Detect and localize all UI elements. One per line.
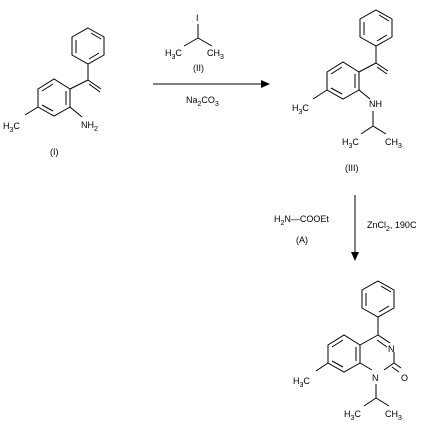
product-compound: N N O H3C H3C CH3 xyxy=(293,280,408,422)
product-benzo-inner-bond xyxy=(331,339,344,348)
compound-i-amine-bond xyxy=(69,106,83,118)
product-methyl-label: H3C xyxy=(293,376,310,389)
compound-i-phenyl-ring xyxy=(71,27,105,65)
compound-i-aniline-inner-bond xyxy=(41,104,54,112)
step1-base-label: Na2CO3 xyxy=(186,95,219,108)
compound-iii-isopropyl-left-bond xyxy=(360,125,374,135)
product-c2-n1-bond xyxy=(383,362,395,371)
compound-i-phenyl-inner-bond xyxy=(90,32,102,40)
product-benzo-ring xyxy=(327,334,361,373)
product-methyl-bond xyxy=(315,362,329,372)
compound-iii-methyl-bond xyxy=(312,89,328,100)
compound-iii: H3C NH H3C CH3 (III) xyxy=(292,9,402,173)
compound-i-aniline-inner-bond xyxy=(41,83,54,92)
compound-iii-aniline-inner-bond xyxy=(330,66,343,75)
product-phenyl-ring xyxy=(361,280,395,318)
compound-i-aniline-ring xyxy=(37,78,71,117)
compound-ii-right-methyl: CH3 xyxy=(207,48,224,61)
compound-iii-right-methyl: CH3 xyxy=(385,137,402,150)
compound-iii-aniline-inner-bond xyxy=(330,87,343,95)
compound-i-carbonyl-bond xyxy=(87,79,102,90)
product-phenyl-inner-bond xyxy=(378,305,390,313)
compound-i: H3C NH2 (I) xyxy=(3,27,105,157)
compound-ii-label: (II) xyxy=(193,63,204,73)
compound-i-amine-label: NH2 xyxy=(81,120,98,133)
product-n3-label: N xyxy=(388,344,395,354)
compound-ii-left-bond xyxy=(183,37,199,47)
compound-i-carbonyl-bond xyxy=(88,83,101,93)
product-c4-n3-double-bond xyxy=(376,339,388,348)
compound-ii-iodine: I xyxy=(196,13,199,23)
product-c4a-c4-bond xyxy=(359,334,379,346)
compound-ii-left-methyl: H3C xyxy=(165,48,182,61)
reagent-a-label: (A) xyxy=(296,235,308,245)
compound-iii-amine-bond xyxy=(358,89,371,100)
product-right-methyl: CH3 xyxy=(385,409,402,422)
product-phenyl-inner-bond xyxy=(380,285,392,293)
product-n1-label: N xyxy=(372,373,379,383)
product-c4-n3-bond xyxy=(377,334,391,344)
compound-iii-carbonyl-bond xyxy=(375,62,389,72)
compound-iii-amine-label: NH xyxy=(369,99,382,109)
compound-iii-phenyl-ring xyxy=(359,9,393,47)
step2-conditions-label: ZnCl2, 190C xyxy=(367,220,417,233)
compound-iii-carbonyl-to-ring-bond xyxy=(358,62,377,73)
compound-iii-aniline-ring xyxy=(326,61,360,100)
compound-i-methyl-label: H3C xyxy=(3,121,20,134)
product-oxo-label: O xyxy=(401,373,408,383)
product-left-methyl: H3C xyxy=(344,409,361,422)
product-isopropyl-right-bond xyxy=(375,397,390,407)
compound-i-carbonyl-to-ring-bond xyxy=(69,79,89,90)
compound-iii-label: (III) xyxy=(345,163,359,173)
reagent-a-formula: H2N—COOEt xyxy=(274,214,329,227)
reaction-arrow-1 xyxy=(153,80,270,88)
compound-iii-left-methyl: H3C xyxy=(342,137,359,150)
compound-iii-isopropyl-right-bond xyxy=(372,125,387,135)
compound-iii-carbonyl-bond xyxy=(376,66,388,75)
product-n1-c8a-bond xyxy=(359,362,373,371)
compound-i-phenyl-inner-bond xyxy=(88,52,100,60)
compound-iii-phenyl-inner-bond xyxy=(378,14,390,22)
compound-ii-right-bond xyxy=(197,37,213,47)
compound-iii-phenyl-inner-bond xyxy=(376,34,388,42)
product-c2-oxo-double-bond xyxy=(391,366,400,373)
compound-iii-methyl-label: H3C xyxy=(292,103,309,116)
product-benzo-inner-bond xyxy=(331,360,344,368)
reaction-arrow-2 xyxy=(351,195,359,261)
compound-i-label: (I) xyxy=(50,147,59,157)
product-isopropyl-left-bond xyxy=(363,397,377,407)
product-c2-oxo-bond xyxy=(393,362,402,369)
compound-ii: I H3C CH3 (II) xyxy=(165,13,224,73)
compound-i-methyl-bond xyxy=(24,106,39,116)
reaction-arrow-2-head xyxy=(351,252,359,261)
reaction-arrow-1-head xyxy=(261,80,270,88)
